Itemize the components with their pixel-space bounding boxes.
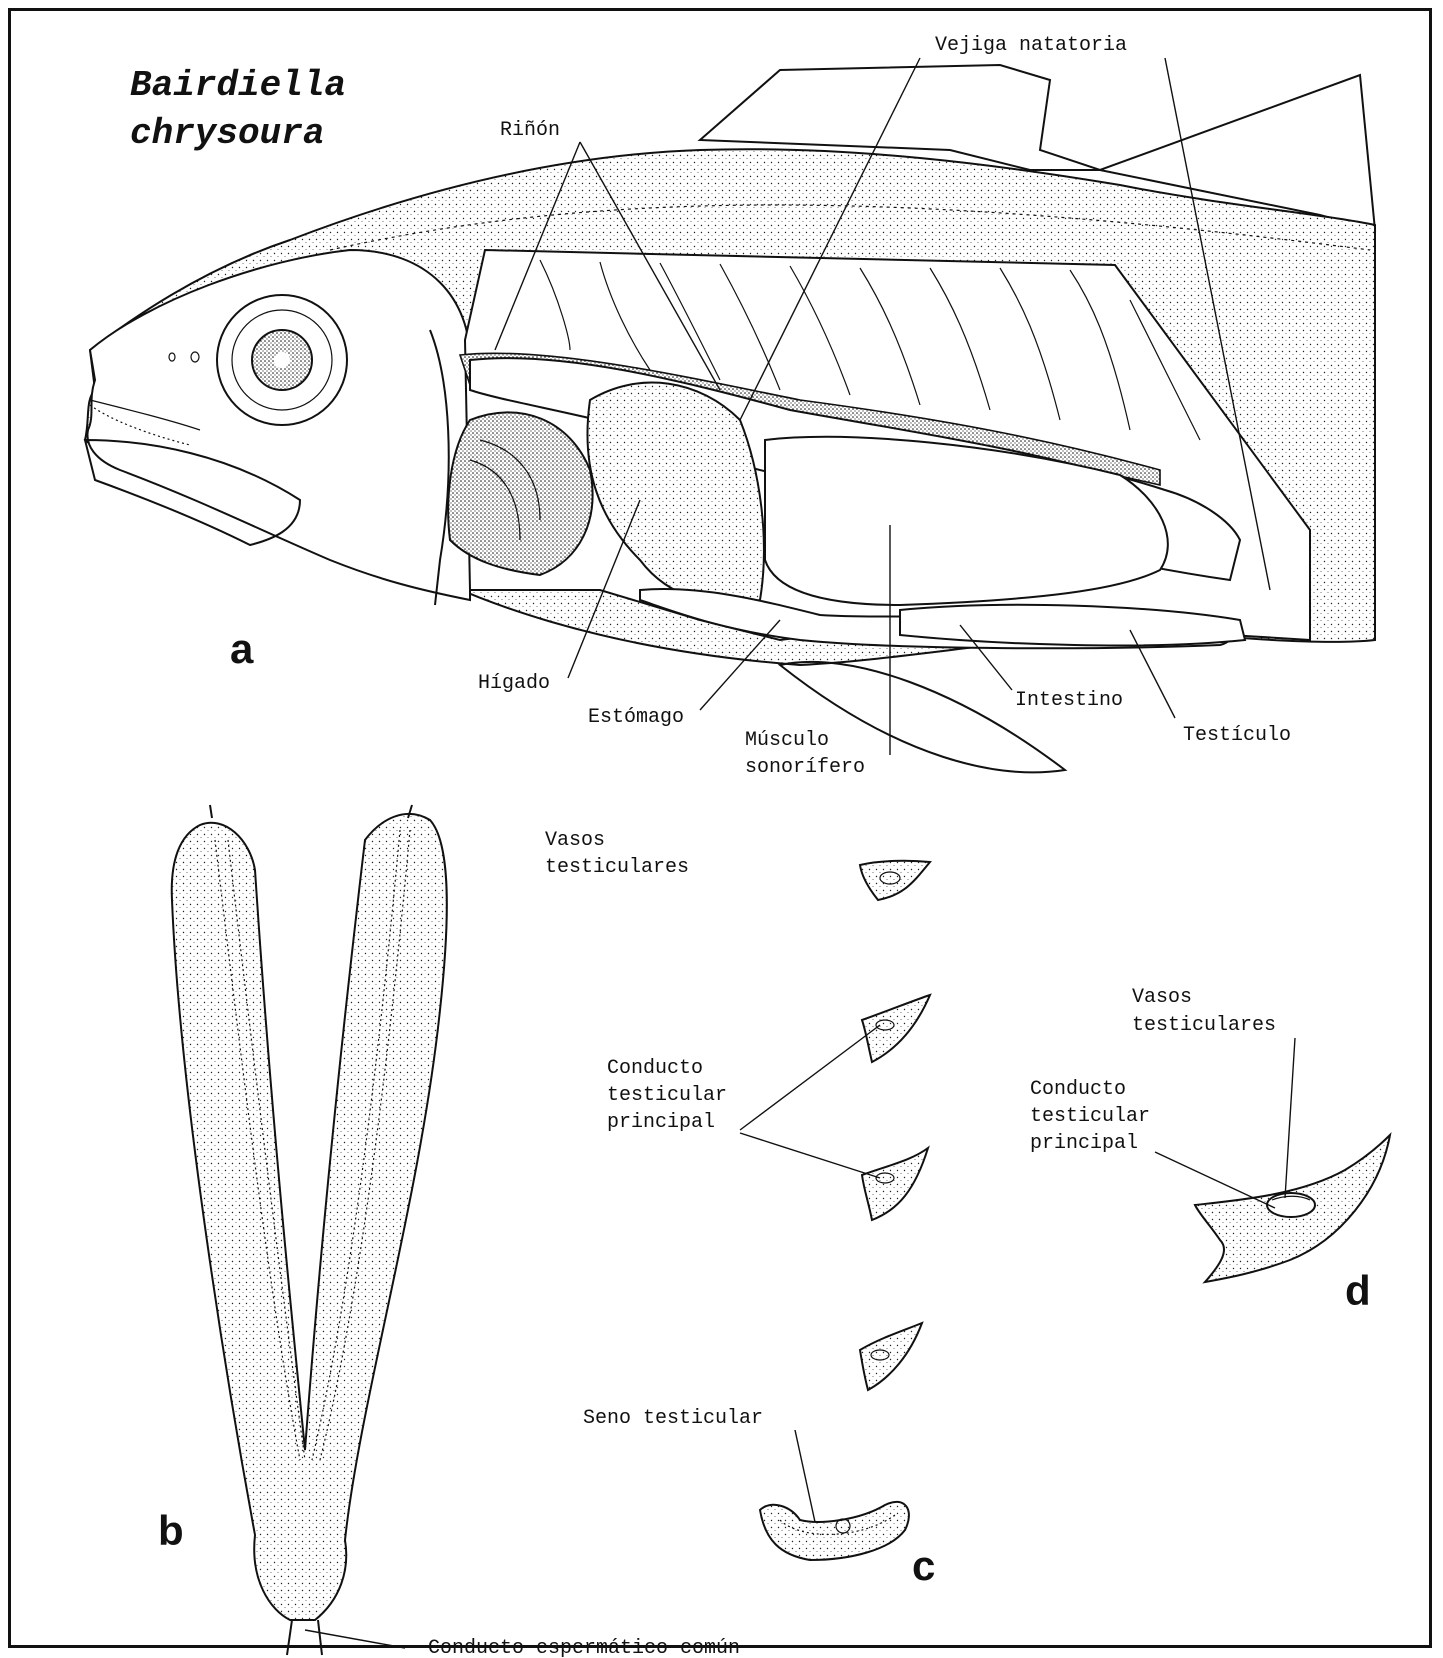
label-d-conducto: Conducto: [1030, 1078, 1126, 1101]
enlarged-cross-section: [1195, 1135, 1390, 1282]
label-intestino: Intestino: [1015, 689, 1123, 712]
label-estomago: Estómago: [588, 706, 684, 729]
label-c-principal: principal: [607, 1111, 715, 1134]
species-genus: Bairdiella: [130, 65, 346, 106]
label-d-vasos: Vasos: [1132, 986, 1192, 1009]
label-seno-testicular: Seno testicular: [583, 1407, 763, 1430]
species-epithet: chrysoura: [130, 113, 324, 154]
panel-label-b: b: [158, 1507, 184, 1554]
label-d-principal: principal: [1030, 1132, 1138, 1155]
label-c-testiculares: testiculares: [545, 856, 689, 879]
cross-sections: [760, 861, 930, 1560]
label-d-testiculares: testiculares: [1132, 1014, 1276, 1037]
label-higado: Hígado: [478, 672, 550, 695]
label-d-testicular: testicular: [1030, 1105, 1150, 1128]
panel-label-a: a: [230, 625, 254, 672]
label-c-vasos: Vasos: [545, 829, 605, 852]
panel-label-c: c: [912, 1542, 935, 1589]
label-testiculo: Testículo: [1183, 724, 1291, 747]
label-vejiga-natatoria: Vejiga natatoria: [935, 34, 1127, 57]
panel-label-d: d: [1345, 1267, 1371, 1314]
fish-drawing: [85, 65, 1375, 772]
testis-dorsal-view: [172, 805, 447, 1655]
label-conducto-espermatico-comun: Conducto espermático común: [428, 1637, 740, 1658]
label-musculo: Músculo: [745, 729, 829, 752]
label-c-testicular: testicular: [607, 1084, 727, 1107]
label-rinon: Riñón: [500, 119, 560, 142]
label-sonorifero: sonorífero: [745, 756, 865, 779]
label-c-conducto: Conducto: [607, 1057, 703, 1080]
